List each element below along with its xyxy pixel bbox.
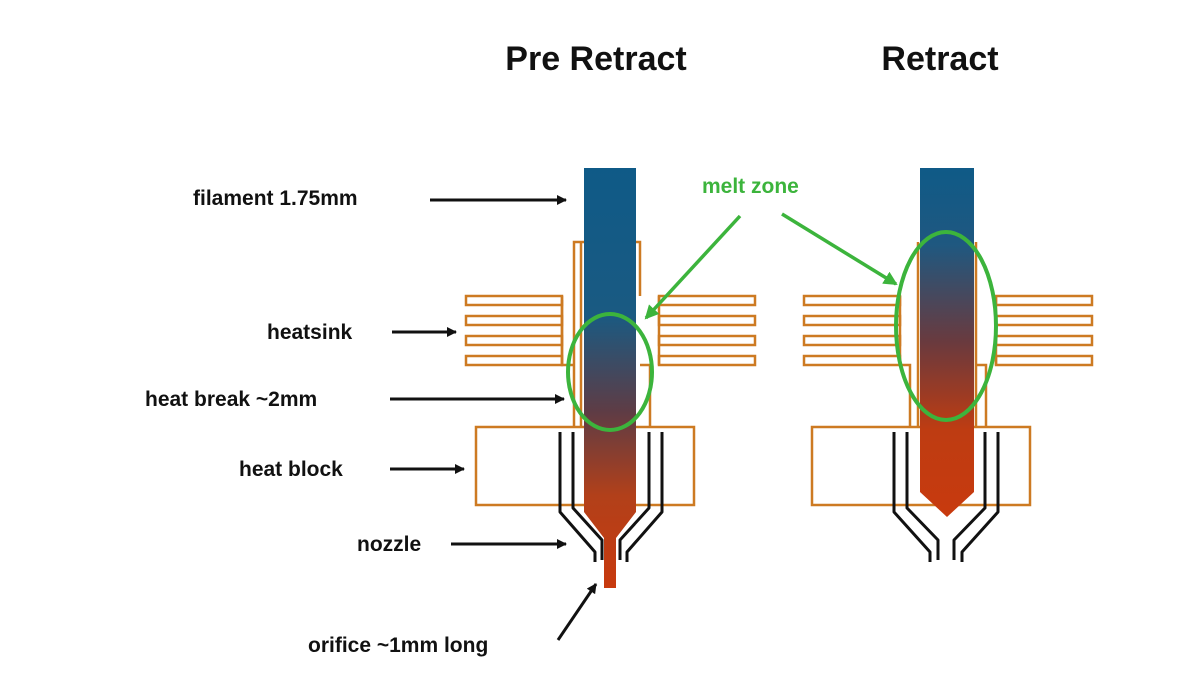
label-nozzle: nozzle	[357, 533, 421, 556]
label-melt-zone: melt zone	[702, 175, 799, 198]
heatsink-fins-left-ret	[802, 294, 902, 367]
label-heat-block: heat block	[239, 458, 343, 481]
arrow-melt-zone-ret	[781, 212, 898, 286]
melt-zone-ellipse-ret	[894, 230, 998, 422]
pre-retract-assembly	[464, 168, 757, 588]
nozzle-outline-pre	[558, 432, 664, 562]
heatsink-fins-right-ret	[994, 294, 1094, 367]
label-orifice: orifice ~1mm long	[308, 634, 488, 657]
label-heatsink: heatsink	[267, 321, 353, 344]
label-filament: filament 1.75mm	[193, 187, 358, 210]
heatsink-fins-left-pre	[464, 294, 564, 367]
filament-pre	[584, 168, 636, 588]
title-retract: Retract	[881, 40, 998, 78]
melt-zone-ellipse-pre	[566, 312, 654, 432]
retract-assembly	[802, 168, 1094, 562]
heatsink-fins-right-pre	[657, 294, 757, 367]
title-pre-retract: Pre Retract	[505, 40, 686, 78]
filament-ret	[920, 168, 974, 517]
arrow-melt-zone-pre	[644, 214, 742, 320]
label-heat-break: heat break ~2mm	[145, 388, 317, 411]
nozzle-outline-ret	[892, 432, 1000, 562]
arrow-orifice	[556, 583, 598, 641]
